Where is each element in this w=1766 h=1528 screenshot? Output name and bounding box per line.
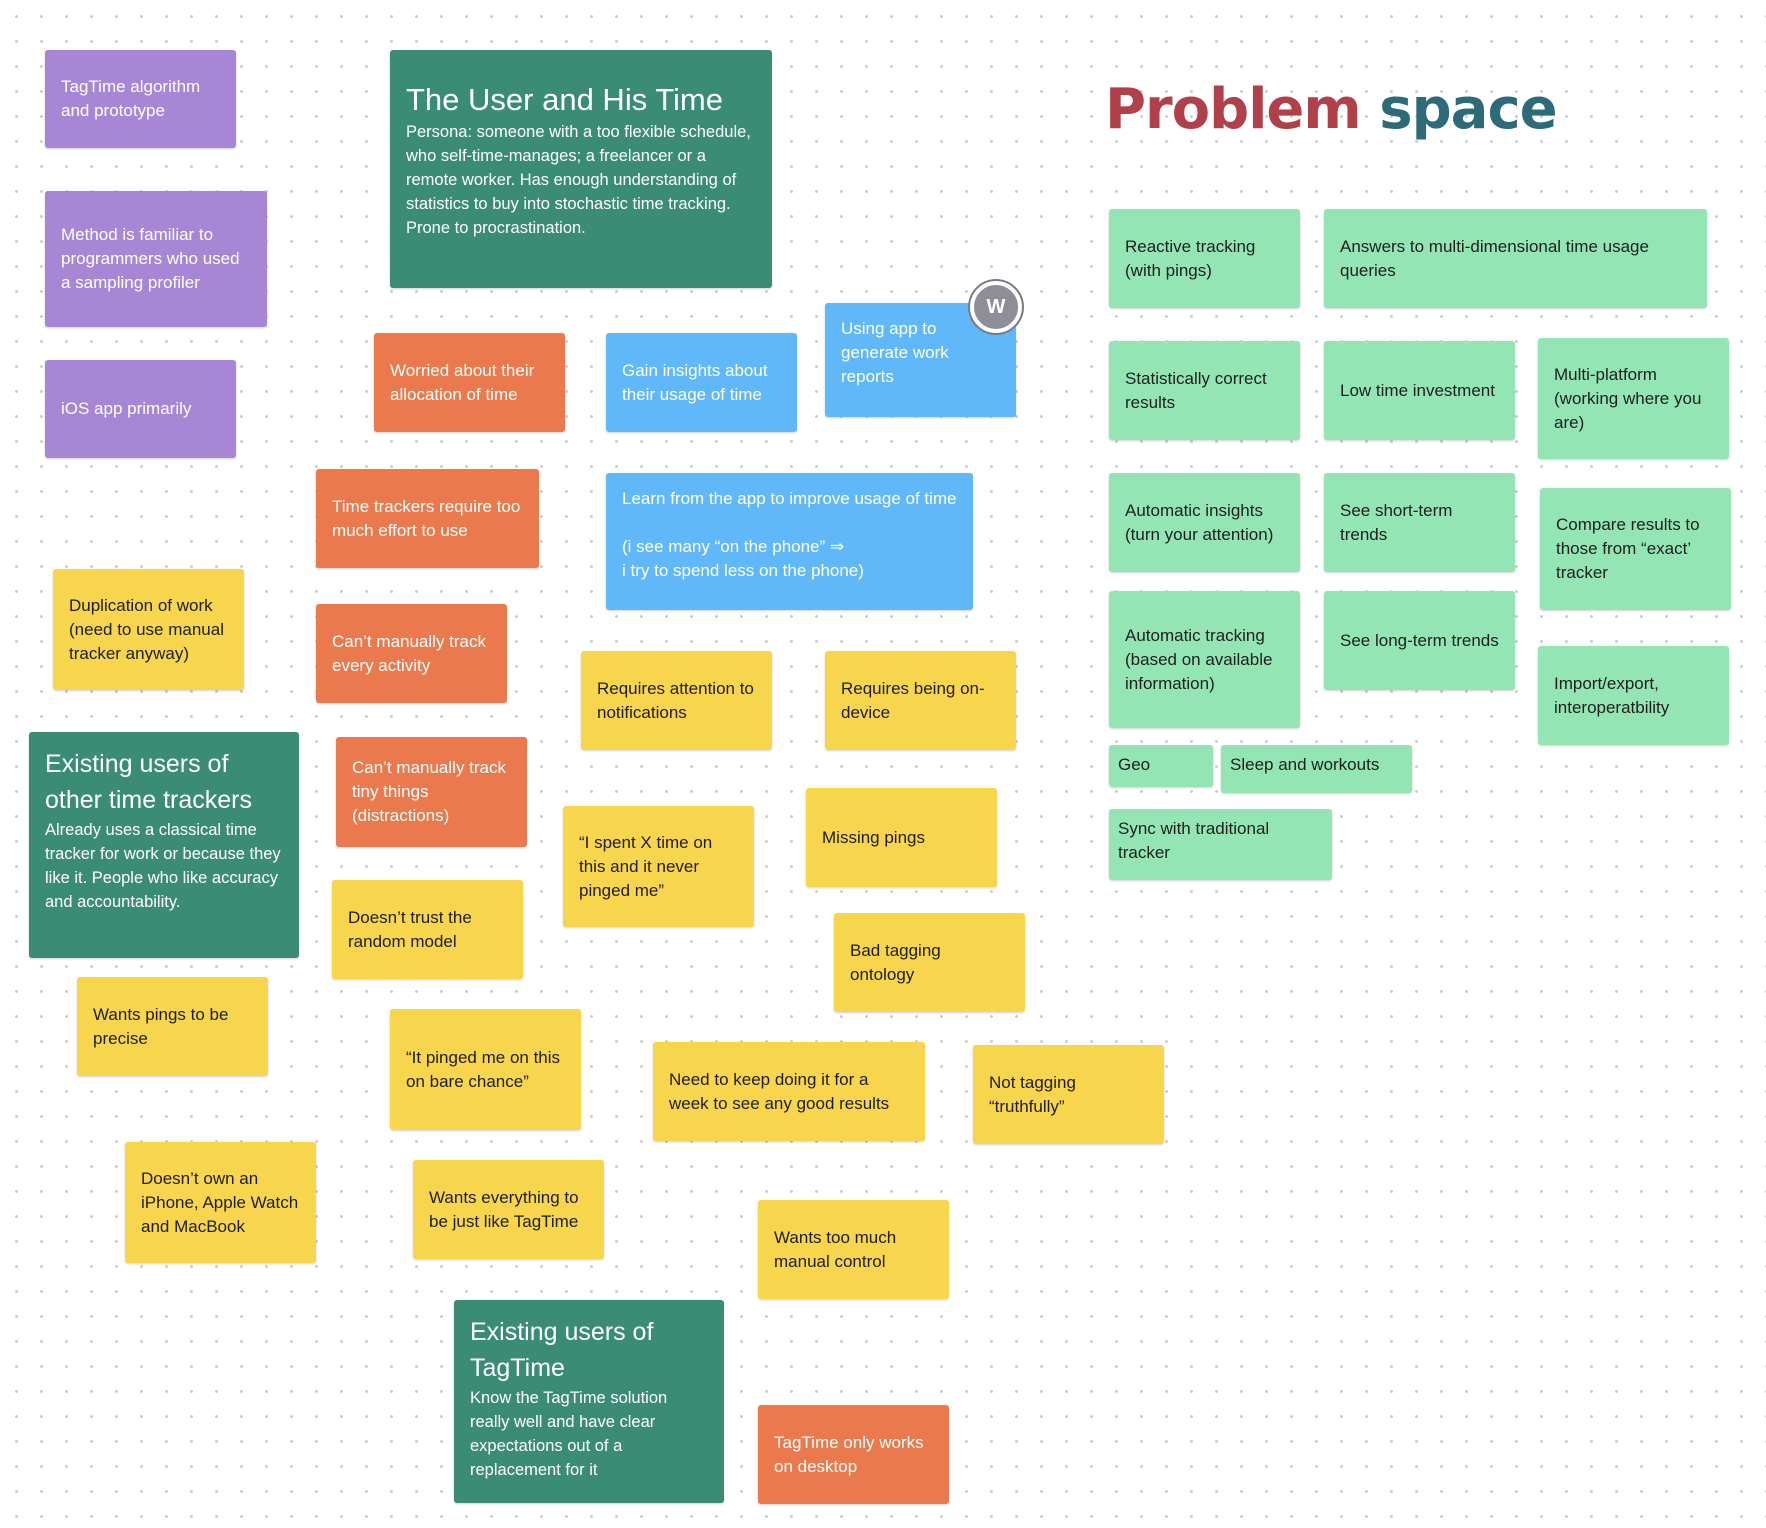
- sticky-note-purple[interactable]: iOS app primarily: [45, 360, 236, 458]
- sticky-note-green[interactable]: Statistically correct results: [1109, 341, 1300, 440]
- title-word-space: space: [1379, 77, 1557, 142]
- sticky-note-yellow[interactable]: Requires attention to notifications: [581, 651, 772, 750]
- sticky-note-yellow[interactable]: Missing pings: [806, 788, 997, 887]
- sticky-note-orange[interactable]: Can’t manually track tiny things (distra…: [336, 737, 527, 847]
- sticky-note-green[interactable]: Automatic tracking (based on available i…: [1109, 591, 1300, 728]
- sticky-note-orange[interactable]: Worried about their allocation of time: [374, 333, 565, 432]
- sticky-note-yellow[interactable]: Duplication of work (need to use manual …: [53, 569, 244, 690]
- card-body: Persona: someone with a too flexible sch…: [406, 123, 751, 237]
- sticky-note-yellow[interactable]: Doesn’t own an iPhone, Apple Watch and M…: [125, 1142, 316, 1263]
- sticky-note-green[interactable]: See short-term trends: [1324, 473, 1515, 572]
- sticky-note-yellow[interactable]: Wants too much manual control: [758, 1200, 949, 1299]
- card-heading: Existing users of TagTime: [470, 1318, 654, 1382]
- sticky-note-green[interactable]: Import/export, interoperatbility: [1538, 646, 1729, 745]
- user-group-card[interactable]: Existing users of other time trackers Al…: [29, 732, 299, 958]
- board-title: Problem space: [1105, 70, 1558, 150]
- card-body: Already uses a classical time tracker fo…: [45, 821, 281, 911]
- sticky-note-orange[interactable]: TagTime only works on desktop: [758, 1405, 949, 1504]
- card-heading: The User and His Time: [406, 82, 723, 117]
- sticky-note-green[interactable]: Sync with traditional tracker: [1109, 809, 1332, 880]
- sticky-note-yellow[interactable]: Requires being on-device: [825, 651, 1016, 750]
- sticky-note-yellow[interactable]: Doesn’t trust the random model: [332, 880, 523, 979]
- sticky-note-yellow[interactable]: “I spent X time on this and it never pin…: [563, 806, 754, 927]
- user-group-card[interactable]: Existing users of TagTime Know the TagTi…: [454, 1300, 724, 1503]
- collaborator-avatar[interactable]: W: [970, 281, 1022, 333]
- sticky-note-green[interactable]: Low time investment: [1324, 341, 1515, 440]
- sticky-note-green[interactable]: Sleep and workouts: [1221, 745, 1412, 793]
- sticky-note-green[interactable]: Answers to multi-dimensional time usage …: [1324, 209, 1707, 308]
- title-word-problem: Problem: [1105, 77, 1362, 142]
- sticky-note-yellow[interactable]: “It pinged me on this on bare chance”: [390, 1009, 581, 1130]
- sticky-note-green[interactable]: See long-term trends: [1324, 591, 1515, 690]
- sticky-note-yellow[interactable]: Wants pings to be precise: [77, 977, 268, 1076]
- sticky-note-yellow[interactable]: Wants everything to be just like TagTime: [413, 1160, 604, 1259]
- sticky-note-green[interactable]: Automatic insights (turn your attention): [1109, 473, 1300, 572]
- sticky-note-green[interactable]: Geo: [1109, 745, 1213, 787]
- user-group-card[interactable]: The User and His Time Persona: someone w…: [390, 50, 772, 288]
- sticky-note-orange[interactable]: Can’t manually track every activity: [316, 604, 507, 703]
- sticky-note-yellow[interactable]: Bad tagging ontology: [834, 913, 1025, 1012]
- sticky-note-purple[interactable]: Method is familiar to programmers who us…: [45, 191, 267, 327]
- sticky-note-green[interactable]: Multi-platform (working where you are): [1538, 338, 1729, 459]
- card-body: Know the TagTime solution really well an…: [470, 1389, 668, 1479]
- sticky-note-yellow[interactable]: Need to keep doing it for a week to see …: [653, 1042, 925, 1141]
- sticky-note-yellow[interactable]: Not tagging “truthfully”: [973, 1045, 1164, 1144]
- card-heading: Existing users of other time trackers: [45, 750, 253, 814]
- sticky-note-green[interactable]: Reactive tracking (with pings): [1109, 209, 1300, 308]
- sticky-note-blue[interactable]: Gain insights about their usage of time: [606, 333, 797, 432]
- sticky-note-purple[interactable]: TagTime algorithm and prototype: [45, 50, 236, 148]
- sticky-note-orange[interactable]: Time trackers require too much effort to…: [316, 469, 539, 568]
- sticky-note-blue[interactable]: Learn from the app to improve usage of t…: [606, 473, 973, 610]
- sticky-note-green[interactable]: Compare results to those from “exact’ tr…: [1540, 488, 1731, 610]
